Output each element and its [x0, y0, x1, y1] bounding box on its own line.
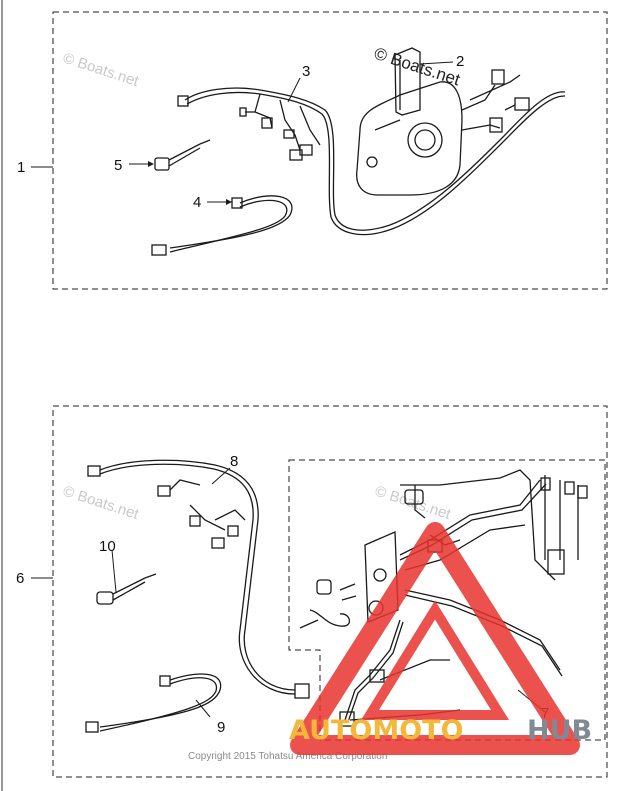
- wiring-harness-3: [177, 87, 566, 236]
- wiring-harness-4: [151, 195, 293, 256]
- leader-arrow-5: [148, 161, 154, 167]
- callout-10: 10: [99, 538, 116, 555]
- leader-arrow-4: [226, 199, 232, 205]
- callout-9: 9: [217, 719, 225, 736]
- leader-lines-group-1: [31, 61, 454, 203]
- assembly-group-1: © Boats.net: [17, 11, 608, 290]
- wiring-harness-9: [85, 673, 222, 733]
- remote-control-box-2: [356, 47, 530, 196]
- group-1-dashed-frame: [52, 11, 608, 290]
- logo-triangle-outer: [290, 522, 580, 755]
- callout-5: 5: [114, 157, 122, 174]
- watermark-mid-right: © Boats.net: [373, 483, 454, 524]
- callout-3: 3: [302, 63, 310, 80]
- wiring-harness-5: [154, 139, 211, 171]
- callout-8: 8: [230, 453, 238, 470]
- logo-text-automoto: AUTOMOTO: [289, 715, 464, 746]
- wiring-harness-10: [96, 573, 157, 605]
- group-6-dashed-frame: [52, 405, 608, 778]
- logo-triangle-inner: [361, 600, 509, 720]
- main-harness-7: [299, 469, 588, 727]
- callout-4: 4: [193, 194, 201, 211]
- callout-1: 1: [17, 159, 25, 176]
- copyright-text: Copyright 2015 Tohatsu America Corporati…: [188, 751, 387, 762]
- callout-6: 6: [16, 570, 24, 587]
- callout-2: 2: [456, 53, 464, 70]
- wiring-harness-8: [87, 459, 310, 699]
- automotohub-logo: AUTOMOTO HUB: [289, 522, 592, 755]
- logo-text-hub: HUB: [527, 715, 592, 746]
- watermark-top-left: © Boats.net: [61, 50, 142, 91]
- watermark-mid-left: © Boats.net: [61, 483, 142, 524]
